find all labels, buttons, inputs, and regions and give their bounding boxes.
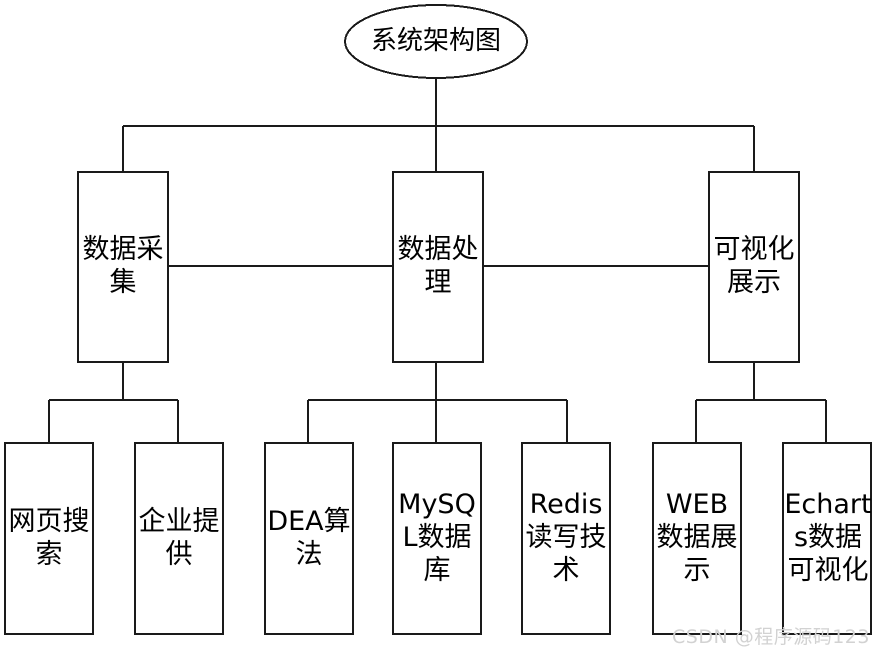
tier1-box-visualization — [707, 170, 801, 364]
leaf-box-web-data-display — [651, 441, 743, 636]
leaf-box-web-search — [3, 441, 95, 636]
csdn-watermark: CSDN @程序源码123 — [672, 626, 870, 648]
tier1-box-data-processing — [391, 170, 485, 364]
leaf-box-echarts-visualization — [781, 441, 873, 636]
tier1-box-data-collection — [76, 170, 170, 364]
leaf-box-dea-algorithm — [263, 441, 355, 636]
leaf-box-redis-technology — [520, 441, 612, 636]
root-node-ellipse — [344, 4, 528, 79]
leaf-box-enterprise-provided — [133, 441, 225, 636]
leaf-box-mysql-database — [391, 441, 483, 636]
